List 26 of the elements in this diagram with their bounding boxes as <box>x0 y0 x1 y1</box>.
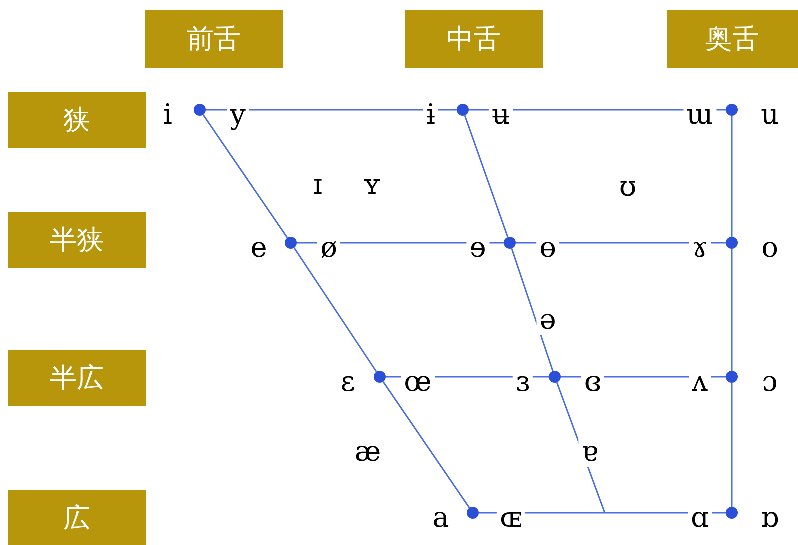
vowel-dot <box>549 371 561 383</box>
column-header: 前舌 <box>145 10 283 68</box>
vowel-dot <box>457 104 469 116</box>
vowel-dot <box>726 237 738 249</box>
vowel-dot <box>194 104 206 116</box>
row-header: 半狭 <box>8 212 146 268</box>
chart-line <box>382 382 470 508</box>
chart-line <box>731 383 733 507</box>
vowel-dot <box>726 507 738 519</box>
vowel-dot <box>285 237 297 249</box>
chart-line <box>731 249 733 371</box>
vowel-dot <box>726 371 738 383</box>
vowel-dot <box>504 237 516 249</box>
column-header: 奥舌 <box>667 10 798 68</box>
chart-line <box>731 116 733 237</box>
row-header: 狭 <box>8 92 146 148</box>
chart-line <box>464 115 509 238</box>
vowel-dot <box>726 104 738 116</box>
row-header: 半広 <box>8 350 146 406</box>
row-header: 広 <box>8 490 146 545</box>
chart-line <box>511 248 554 372</box>
column-header: 中舌 <box>405 10 543 68</box>
chart-line <box>294 248 378 372</box>
vowel-dot <box>374 371 386 383</box>
vowel-dot <box>467 507 479 519</box>
chart-line <box>202 114 288 238</box>
